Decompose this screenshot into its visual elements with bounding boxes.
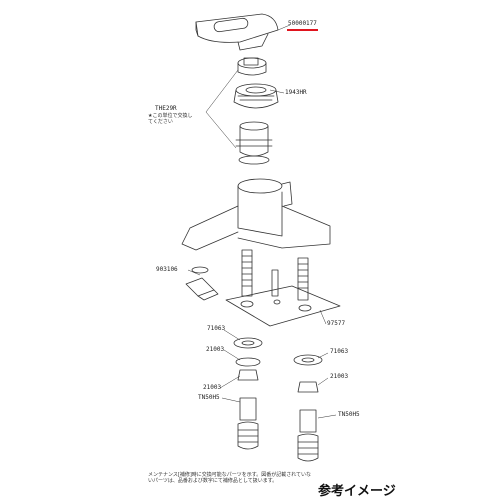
- label-base-plate: 97577: [327, 320, 346, 327]
- stem-adapter: [237, 57, 267, 76]
- label-hose-right: TN50H5: [338, 411, 360, 418]
- reference-image-caption: 参考イメージ: [318, 484, 396, 499]
- label-gasket-left: 71063: [207, 325, 226, 332]
- label-nut-right: 21003: [330, 373, 349, 380]
- label-dome-nut: 1943HR: [285, 89, 307, 96]
- label-washer-left: 21003: [206, 346, 225, 353]
- cartridge: [235, 121, 273, 165]
- label-cartridge-note: ★この単位で交換してください: [148, 113, 193, 126]
- faucet-body: [181, 178, 331, 251]
- footer-note: メンテナンス[補修]時に交換可能なパーツを示す。図番が記載されていないパーツは、…: [148, 472, 312, 485]
- aerator: [185, 266, 219, 301]
- lever-handle: [195, 13, 279, 51]
- mounting-bolts: [241, 249, 309, 301]
- label-aerator: 903106: [156, 266, 178, 273]
- label-gasket-right: 71063: [330, 348, 349, 355]
- dome-nut: [233, 83, 279, 109]
- label-handle: 50000177: [288, 20, 317, 27]
- label-cartridge: THE29R: [155, 105, 177, 112]
- base-plate: [225, 285, 341, 327]
- left-stack: [233, 337, 263, 450]
- label-nut-left: 21003: [203, 384, 222, 391]
- part-highlight-underline: [287, 29, 318, 31]
- right-stack: [293, 354, 323, 462]
- label-hose-left: TN50H5: [198, 394, 220, 401]
